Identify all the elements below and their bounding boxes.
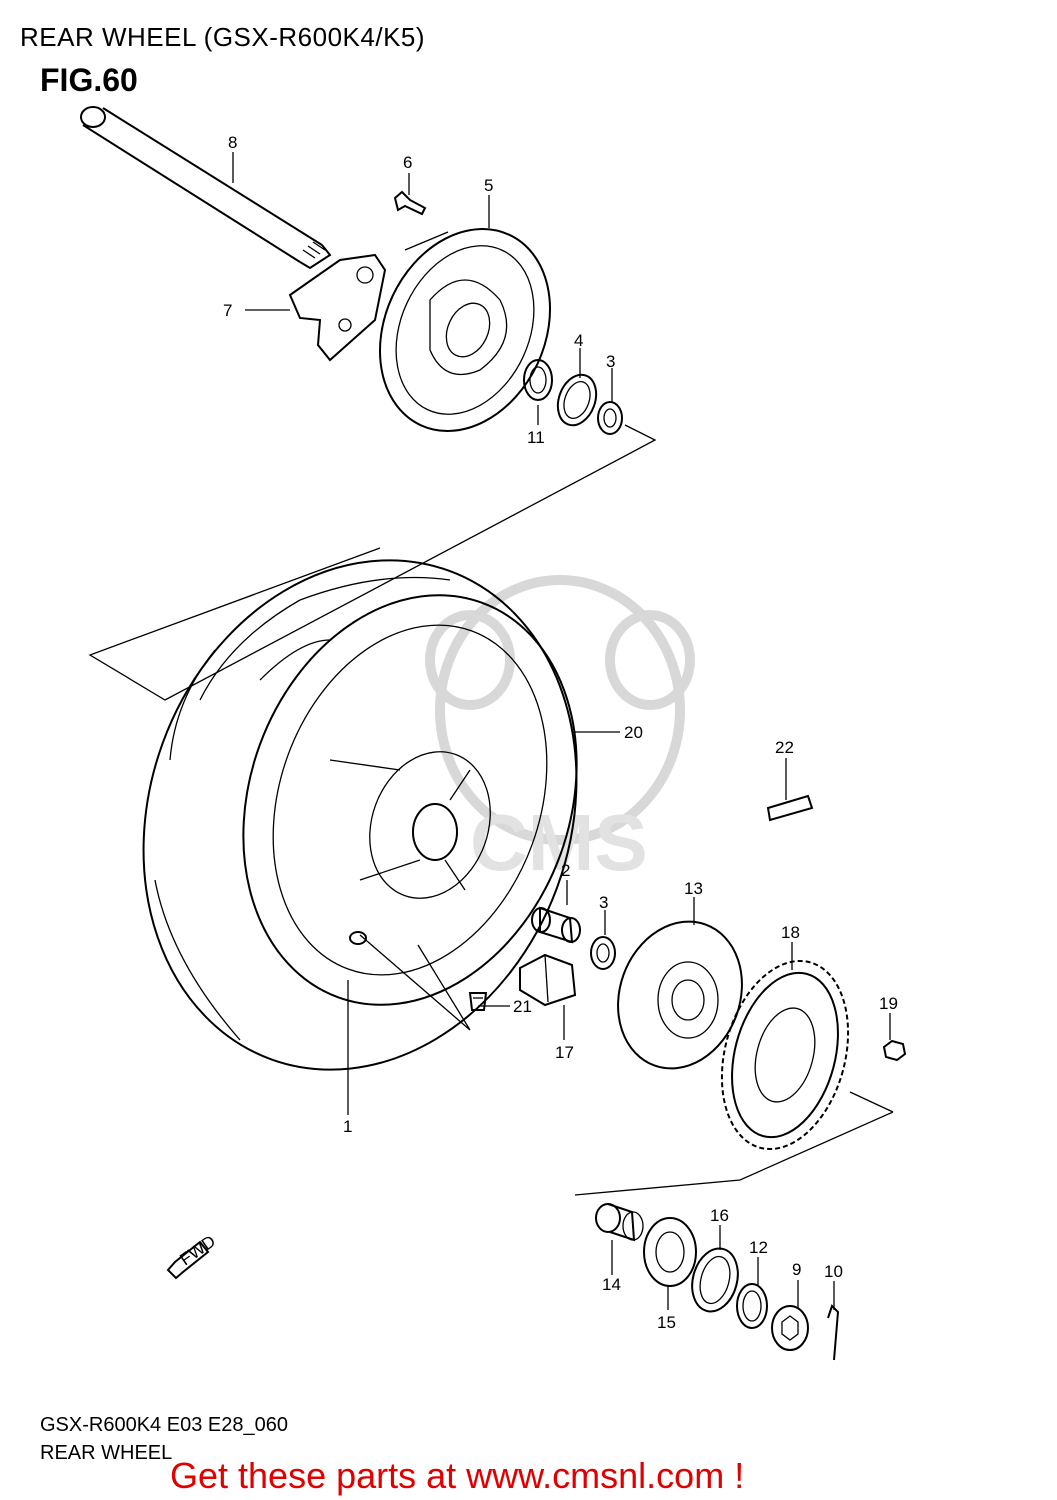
part-rear-wheel bbox=[142, 559, 578, 1071]
watermark: CMS bbox=[425, 575, 695, 887]
part-bearing-lower bbox=[590, 936, 616, 970]
callout-5: 5 bbox=[484, 176, 493, 195]
callout-8: 8 bbox=[228, 133, 237, 152]
part-cush-damper bbox=[519, 953, 577, 1007]
callout-18: 18 bbox=[781, 923, 800, 942]
promo-link[interactable]: Get these parts at www.cmsnl.com ! bbox=[170, 1455, 745, 1496]
callout-1: 1 bbox=[343, 1117, 352, 1136]
part-axle-nut bbox=[771, 1305, 809, 1351]
callout-2: 2 bbox=[561, 861, 570, 880]
part-sprocket-drum bbox=[617, 920, 743, 1070]
callout-10: 10 bbox=[824, 1262, 843, 1281]
diagram-name: REAR WHEEL bbox=[40, 1442, 173, 1464]
callout-15: 15 bbox=[657, 1313, 676, 1332]
callouts: 1 2 3 3 4 5 6 7 8 9 10 11 12 13 14 15 16… bbox=[223, 133, 898, 1332]
callout-22: 22 bbox=[775, 738, 794, 757]
part-bearing-left bbox=[643, 1217, 697, 1287]
part-sprocket bbox=[720, 959, 850, 1151]
callout-9: 9 bbox=[792, 1260, 801, 1279]
part-cotter-pin bbox=[827, 1304, 840, 1361]
callout-3: 3 bbox=[606, 352, 615, 371]
page-title: REAR WHEEL (GSX-R600K4/K5) bbox=[20, 22, 426, 52]
callout-11: 11 bbox=[527, 428, 545, 447]
part-brake-disc bbox=[378, 228, 552, 432]
figure-number: FIG.60 bbox=[40, 62, 138, 98]
part-balance-weight bbox=[766, 794, 814, 822]
callout-21: 21 bbox=[513, 997, 532, 1016]
fwd-direction-marker: FWD bbox=[166, 1232, 219, 1280]
callout-20: 20 bbox=[624, 723, 643, 742]
callout-12: 12 bbox=[749, 1238, 768, 1257]
callout-4: 4 bbox=[574, 331, 583, 350]
part-axle bbox=[80, 106, 332, 270]
callout-6: 6 bbox=[403, 153, 412, 172]
part-spacer-right bbox=[736, 1283, 768, 1329]
part-spacer-left bbox=[595, 1203, 644, 1242]
callout-19: 19 bbox=[879, 994, 898, 1013]
diagram-code: GSX-R600K4 E03 E28_060 bbox=[40, 1414, 288, 1436]
fwd-label: FWD bbox=[176, 1232, 219, 1270]
part-caliper-bracket bbox=[288, 253, 387, 362]
callout-14: 14 bbox=[602, 1275, 621, 1294]
callout-13: 13 bbox=[684, 879, 703, 898]
part-sprocket-nut bbox=[882, 1039, 907, 1062]
part-disc-bolt bbox=[393, 190, 427, 216]
assembly-line-lower bbox=[574, 1091, 894, 1196]
callout-16: 16 bbox=[710, 1206, 729, 1225]
part-valve bbox=[468, 992, 488, 1011]
callout-3-lower: 3 bbox=[599, 893, 608, 912]
leader-lines bbox=[232, 152, 891, 1310]
watermark-text: CMS bbox=[470, 798, 648, 887]
callout-17: 17 bbox=[555, 1043, 574, 1062]
part-oil-seal-upper bbox=[556, 373, 598, 427]
callout-7: 7 bbox=[223, 301, 232, 320]
part-spacer bbox=[531, 906, 581, 944]
part-oil-seal-left bbox=[691, 1247, 739, 1313]
part-bearing-upper bbox=[597, 401, 623, 435]
assembly-line-upper bbox=[88, 231, 657, 701]
part-spacer-upper bbox=[523, 359, 553, 401]
